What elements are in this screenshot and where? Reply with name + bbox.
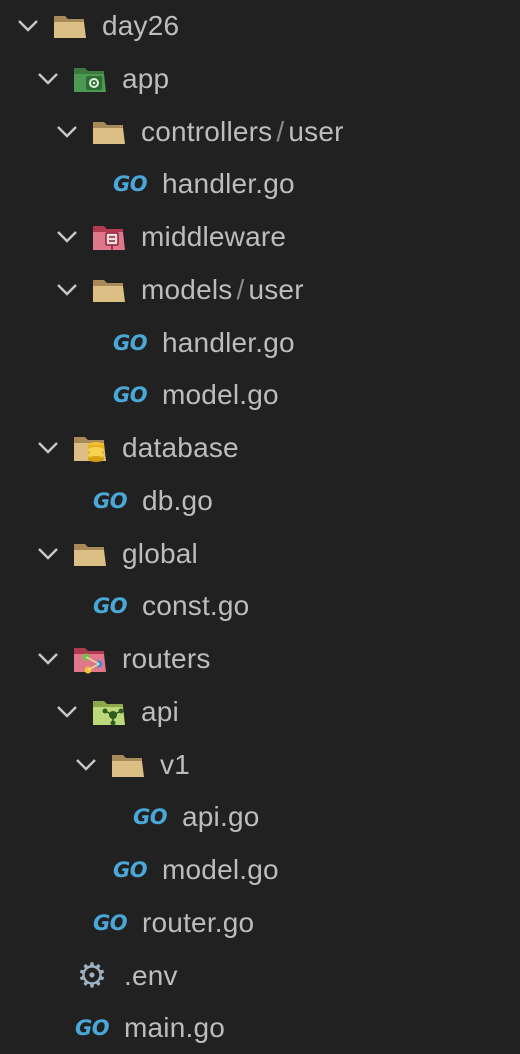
chevron-down-icon[interactable] (34, 65, 62, 93)
folder-routers-icon (70, 643, 110, 675)
tree-item-label: .env (124, 960, 178, 991)
chevron-down-icon[interactable] (53, 698, 81, 726)
tree-item-db-go[interactable]: GO db.go (0, 475, 520, 527)
tree-item-label: main.go (124, 1012, 226, 1043)
tree-item-label: models/user (141, 274, 304, 305)
tree-item-label: routers (122, 643, 211, 674)
tree-item-label: model.go (162, 379, 279, 410)
tree-item-router-go[interactable]: GO router.go (0, 897, 520, 949)
tree-item-v1[interactable]: v1 (0, 739, 520, 791)
tree-item-model-go[interactable]: GO model.go (0, 844, 520, 896)
tree-item-label: const.go (142, 590, 250, 621)
chevron-down-icon[interactable] (34, 645, 62, 673)
tree-item-label: api (141, 696, 179, 727)
go-file-icon: GO (92, 489, 128, 513)
tree-item-label: model.go (162, 854, 279, 885)
tree-item-const-go[interactable]: GO const.go (0, 580, 520, 632)
tree-item-env[interactable]: ⚙ .env (0, 950, 520, 1002)
gear-icon: ⚙ (76, 957, 108, 995)
tree-item-label: router.go (142, 907, 255, 938)
folder-database-icon (70, 432, 110, 464)
folder-open-icon (89, 274, 129, 306)
tree-item-handler-go[interactable]: GO handler.go (0, 317, 520, 369)
tree-item-controllers-user[interactable]: controllers/user (0, 106, 520, 158)
tree-item-label: middleware (141, 221, 287, 252)
tree-item-api[interactable]: api (0, 686, 520, 738)
go-file-icon: GO (112, 858, 148, 882)
go-file-icon: GO (92, 911, 128, 935)
tree-item-handler-go[interactable]: GO handler.go (0, 158, 520, 210)
folder-app-icon (70, 63, 110, 95)
chevron-down-icon[interactable] (34, 434, 62, 462)
tree-item-models-user[interactable]: models/user (0, 264, 520, 316)
tree-item-middleware[interactable]: middleware (0, 211, 520, 263)
tree-item-main-go[interactable]: GO main.go (0, 1002, 520, 1054)
tree-item-label: database (122, 432, 239, 463)
tree-item-label: api.go (182, 801, 260, 832)
go-file-icon: GO (92, 594, 128, 618)
tree-item-app[interactable]: app (0, 53, 520, 105)
folder-middleware-icon (89, 221, 129, 253)
tree-item-label: day26 (102, 10, 180, 41)
tree-item-label: handler.go (162, 168, 295, 199)
tree-item-api-go[interactable]: GO api.go (0, 791, 520, 843)
tree-item-label: v1 (160, 749, 190, 780)
chevron-down-icon[interactable] (53, 223, 81, 251)
go-file-icon: GO (112, 383, 148, 407)
folder-open-icon (89, 116, 129, 148)
tree-item-database[interactable]: database (0, 422, 520, 474)
tree-item-routers[interactable]: routers (0, 633, 520, 685)
tree-item-label: app (122, 63, 170, 94)
folder-open-icon (108, 749, 148, 781)
go-file-icon: GO (132, 805, 168, 829)
chevron-down-icon[interactable] (53, 118, 81, 146)
chevron-down-icon[interactable] (72, 751, 100, 779)
tree-item-model-go[interactable]: GO model.go (0, 369, 520, 421)
chevron-down-icon[interactable] (34, 540, 62, 568)
tree-item-label: handler.go (162, 327, 295, 358)
folder-open-icon (70, 538, 110, 570)
tree-item-label: controllers/user (141, 116, 344, 147)
tree-item-label: global (122, 538, 198, 569)
go-file-icon: GO (112, 172, 148, 196)
chevron-down-icon[interactable] (53, 276, 81, 304)
folder-open-icon (50, 10, 90, 42)
tree-item-label: db.go (142, 485, 214, 516)
chevron-down-icon[interactable] (14, 12, 42, 40)
tree-item-day26[interactable]: day26 (0, 0, 520, 52)
go-file-icon: GO (74, 1016, 110, 1040)
tree-item-global[interactable]: global (0, 528, 520, 580)
go-file-icon: GO (112, 331, 148, 355)
folder-api-icon (89, 696, 129, 728)
